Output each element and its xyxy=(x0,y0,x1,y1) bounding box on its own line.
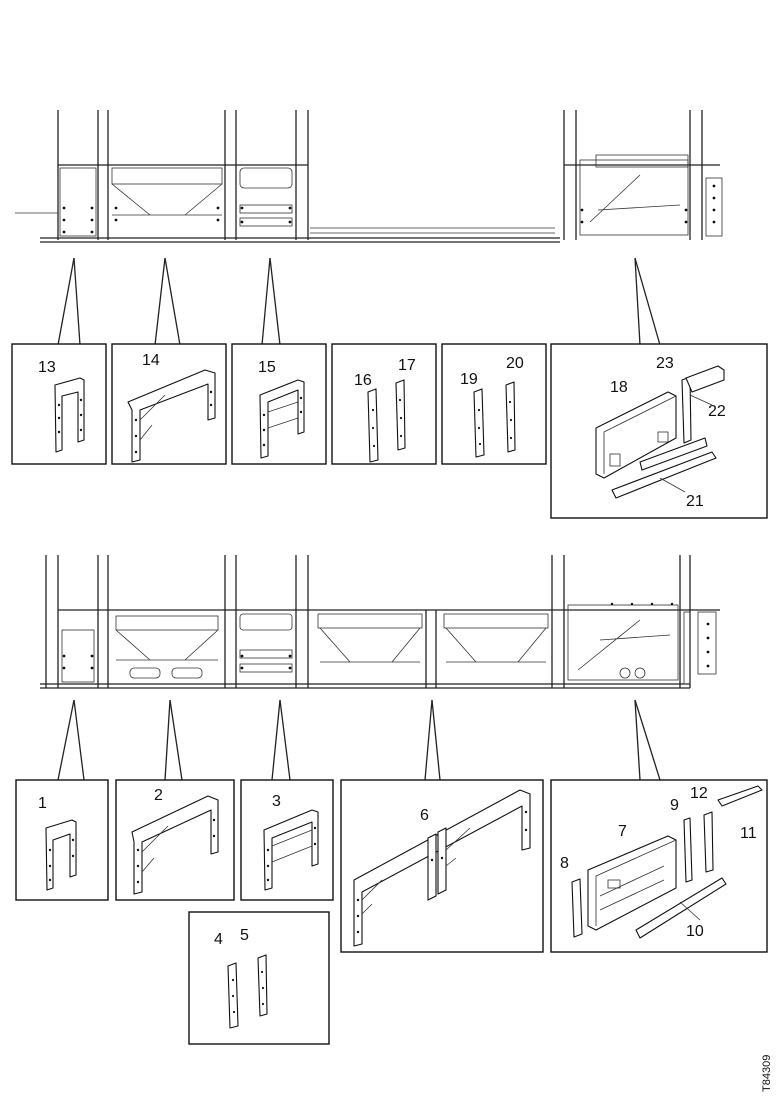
detail-box-15: 15 xyxy=(231,343,327,465)
callout-10: 10 xyxy=(686,923,704,940)
upper-leader-lines xyxy=(57,257,661,346)
callout-12: 12 xyxy=(690,785,708,802)
callout-9: 9 xyxy=(670,797,679,814)
callout-15: 15 xyxy=(258,359,276,376)
upper-frame-elevation xyxy=(15,110,723,243)
lower-frame-elevation xyxy=(40,555,720,689)
detail-box-2: 2 xyxy=(115,779,235,901)
callout-22: 22 xyxy=(708,403,726,420)
callout-19: 19 xyxy=(460,371,478,388)
callout-6: 6 xyxy=(420,807,429,824)
figure-code: T84309 xyxy=(761,1055,773,1092)
callout-7: 7 xyxy=(618,823,627,840)
callout-14: 14 xyxy=(142,352,160,369)
callout-21: 21 xyxy=(686,493,704,510)
detail-box-7-12: 9 12 11 7 8 10 xyxy=(550,779,768,953)
callout-17: 17 xyxy=(398,357,416,374)
callout-1: 1 xyxy=(38,795,47,812)
detail-box-18-23: 18 23 22 21 xyxy=(550,343,768,519)
callout-5: 5 xyxy=(240,927,249,944)
callout-11: 11 xyxy=(740,825,757,842)
callout-4: 4 xyxy=(214,931,223,948)
lower-leader-lines xyxy=(57,699,661,781)
callout-13: 13 xyxy=(38,359,56,376)
detail-box-13: 13 xyxy=(11,343,107,465)
detail-box-16-17: 16 17 xyxy=(331,343,437,465)
callout-16: 16 xyxy=(354,372,372,389)
detail-box-19-20: 19 20 xyxy=(441,343,547,465)
detail-box-4-5: 4 5 xyxy=(188,911,330,1045)
detail-box-6: 6 xyxy=(340,779,544,953)
callout-18: 18 xyxy=(610,379,628,396)
detail-box-14: 14 xyxy=(111,343,227,465)
callout-2: 2 xyxy=(154,787,163,804)
detail-box-3: 3 xyxy=(240,779,334,901)
callout-8: 8 xyxy=(560,855,569,872)
callout-3: 3 xyxy=(272,793,281,810)
callout-23: 23 xyxy=(656,355,674,372)
detail-box-1: 1 xyxy=(15,779,109,901)
callout-20: 20 xyxy=(506,355,524,372)
